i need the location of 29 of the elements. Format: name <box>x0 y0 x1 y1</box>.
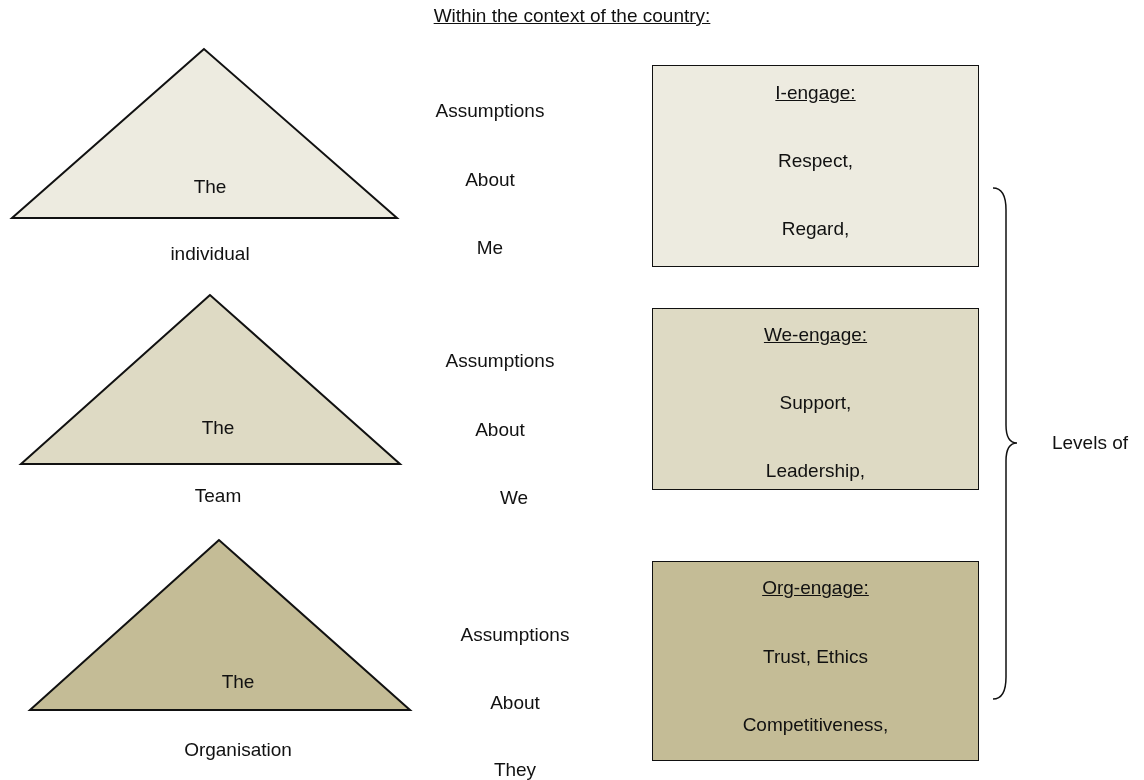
text-box <box>652 65 979 267</box>
assumption-text: About <box>490 692 540 714</box>
assumption-text: Assumptions <box>435 100 545 122</box>
triangle-caption: Team <box>194 485 242 507</box>
assumption-text: Assumptions <box>460 624 570 646</box>
box-text: Respect, <box>777 150 854 172</box>
box-text: Competitiveness, <box>741 714 890 736</box>
triangle-caption: individual <box>170 243 250 265</box>
box-text: Trust, Ethics <box>762 646 869 668</box>
box-text: Regard, <box>780 218 851 240</box>
assumption-text: They <box>493 759 537 780</box>
title: Within the context of the country: <box>433 5 711 27</box>
assumption-text: About <box>465 169 515 191</box>
assumption-text: We <box>499 487 529 509</box>
box-heading: We-engage: <box>762 324 869 346</box>
assumption-text: Me <box>476 237 504 259</box>
triangle-label: The <box>193 176 227 198</box>
triangle-label: The <box>201 417 235 439</box>
bracket-label: Levels of <box>1052 432 1128 454</box>
box-heading: Org-engage: <box>761 577 870 599</box>
triangle-label: The <box>221 671 255 693</box>
text-box <box>652 308 979 490</box>
box-text: Leadership, <box>764 460 867 482</box>
assumption-text: About <box>475 419 525 441</box>
triangle-caption: Organisation <box>184 739 292 761</box>
box-text: Support, <box>778 392 853 414</box>
assumption-text: Assumptions <box>445 350 555 372</box>
box-heading: I-engage: <box>774 82 857 104</box>
text-box <box>652 561 979 761</box>
